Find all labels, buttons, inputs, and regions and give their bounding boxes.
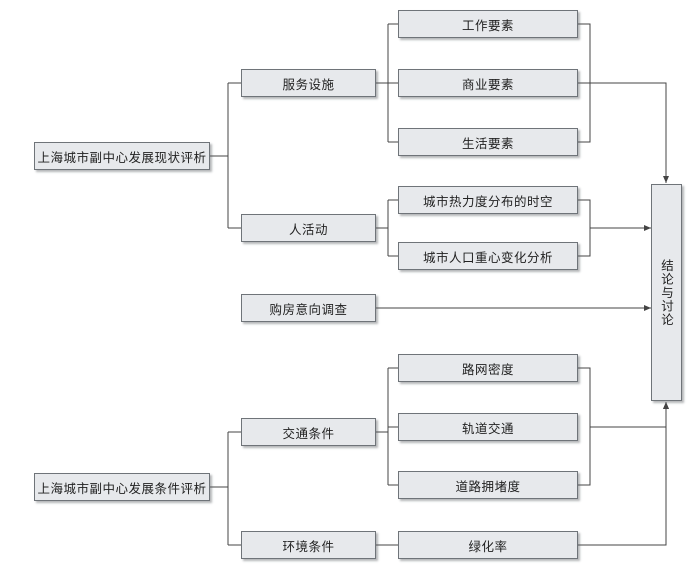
greening-rate-node: 绿化率 <box>398 531 578 559</box>
status-evaluation-node: 上海城市副中心发展现状评析 <box>34 142 210 170</box>
commercial-factors-node: 商业要素 <box>398 69 578 97</box>
road-density-node: 路网密度 <box>398 354 578 382</box>
rail-transit-node: 轨道交通 <box>398 413 578 441</box>
work-factors-node: 工作要素 <box>398 10 578 38</box>
human-activity-node: 人活动 <box>241 214 376 242</box>
population-center-node: 城市人口重心变化分析 <box>398 242 578 270</box>
connector-analyses-to-conclusion <box>578 199 651 257</box>
traffic-conditions-node: 交通条件 <box>241 418 376 446</box>
connector-activity-to-analyses <box>376 199 398 257</box>
condition-evaluation-node: 上海城市副中心发展条件评析 <box>34 473 210 501</box>
living-factors-node: 生活要素 <box>398 128 578 156</box>
connector-factors-to-conclusion <box>578 23 666 183</box>
purchase-survey-node: 购房意向调查 <box>241 294 376 322</box>
connector-condition-to-subtopics <box>210 431 241 546</box>
connector-greening-to-conclusion <box>578 402 669 546</box>
service-facilities-node: 服务设施 <box>241 69 376 97</box>
environment-conditions-node: 环境条件 <box>241 531 376 559</box>
heat-distribution-node: 城市热力度分布的时空 <box>398 186 578 214</box>
road-congestion-node: 道路拥堵度 <box>398 471 578 499</box>
connector-status-to-subtopics <box>210 82 241 229</box>
connector-service-to-factors <box>376 23 398 143</box>
connector-traffic-to-factors <box>376 367 398 486</box>
conclusion-node: 结论与讨论 <box>651 184 682 401</box>
